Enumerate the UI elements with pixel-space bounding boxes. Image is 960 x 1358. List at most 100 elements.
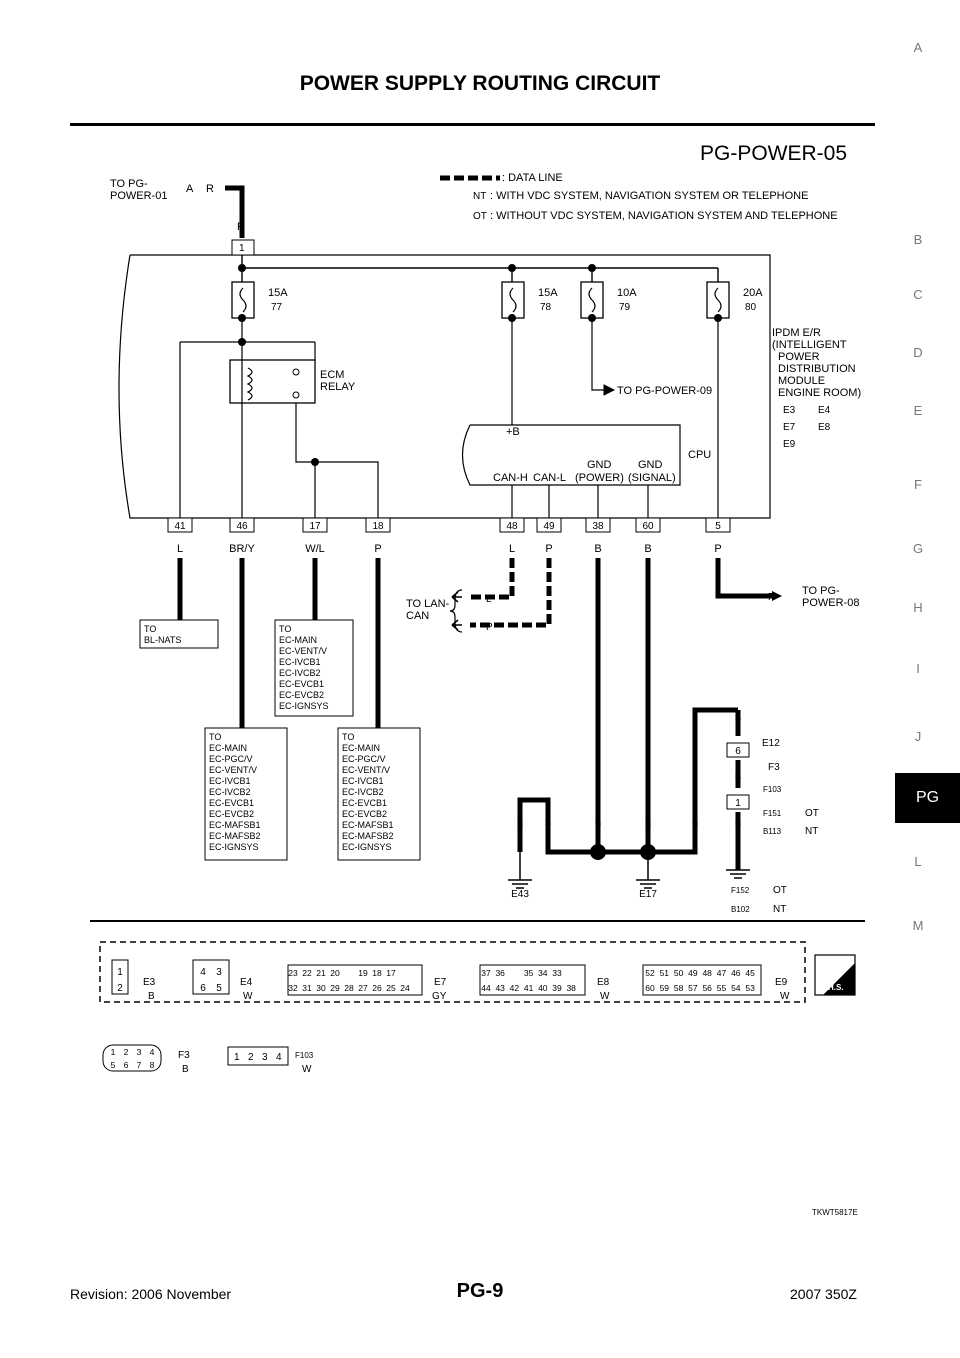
cpu-can-l: CAN-L — [533, 472, 566, 484]
lan-l: L — [486, 594, 492, 605]
e4-pin-6: 6 — [200, 983, 206, 994]
connector-e8-pin-42: 42 — [510, 983, 520, 993]
box17-3: EC-IVCB1 — [279, 657, 321, 667]
connector-e8-pin-35: 35 — [524, 968, 534, 978]
side-index-b[interactable]: B — [913, 232, 923, 247]
side-index-e[interactable]: E — [913, 403, 923, 418]
ipdm-outline — [118, 254, 771, 519]
box46-8: EC-MAFSB1 — [209, 820, 261, 830]
footer-model: 2007 350Z — [790, 1286, 857, 1302]
ground-wire-b-1: B — [517, 818, 524, 829]
terminal-boxes — [167, 239, 750, 810]
box17-5: EC-EVCB1 — [279, 679, 324, 689]
page-title: POWER SUPPLY ROUTING CIRCUIT — [299, 72, 661, 95]
conn-f3: F3 — [768, 762, 780, 773]
f103-pin-2: 2 — [248, 1052, 254, 1063]
connector-e7-pin-27: 27 — [358, 983, 368, 993]
legend-ot-tag: OT — [473, 211, 487, 222]
wire-color-49: P — [545, 543, 552, 555]
ipdm-line-1: IPDM E/R — [772, 327, 821, 339]
wire-color-46: BR/Y — [229, 543, 255, 555]
connector-f3-pin-6: 6 — [124, 1060, 129, 1070]
box18-3: EC-VENT/V — [342, 765, 390, 775]
connector-e9-pin-53: 53 — [745, 983, 755, 993]
connector-e7-pin-20: 20 — [330, 968, 340, 978]
side-index-l[interactable]: L — [914, 854, 922, 869]
side-index-d[interactable]: D — [913, 345, 923, 360]
f103-pin-3: 3 — [262, 1052, 268, 1063]
hs-badge: H.S. — [828, 983, 844, 992]
terminal-41: 41 — [174, 521, 186, 532]
conn-b102: B102 — [731, 905, 750, 914]
box17-2: EC-VENT/V — [279, 646, 327, 656]
side-index-c[interactable]: C — [913, 287, 923, 302]
connector-e7-pin-32: 32 — [288, 983, 298, 993]
to-pg-power-08-line2: POWER-08 — [802, 597, 859, 609]
side-index-m[interactable]: M — [912, 918, 924, 933]
side-index-j[interactable]: J — [914, 729, 922, 744]
to-pg-power-08-line1: TO PG- — [802, 585, 840, 597]
box18-7: EC-EVCB2 — [342, 809, 387, 819]
connector-e9-pin-47: 47 — [717, 968, 727, 978]
legend-nt-text: : WITH VDC SYSTEM, NAVIGATION SYSTEM OR … — [490, 190, 808, 202]
e9-id: E9 — [775, 977, 788, 988]
box46-2: EC-PGC/V — [209, 754, 253, 764]
mid-rule — [90, 920, 865, 922]
fuse-78-num: 78 — [540, 302, 552, 313]
terminal-49: 49 — [543, 521, 555, 532]
fuse-77-amp: 15A — [268, 287, 288, 299]
cpu-gnd-power-1: GND — [587, 459, 612, 471]
connector-f3-pin-1: 1 — [111, 1047, 116, 1057]
connector-e8-pin-38: 38 — [566, 983, 576, 993]
connector-f3-pin-4: 4 — [150, 1047, 155, 1057]
ground-wire-b-6: B — [735, 818, 742, 829]
right-stack-pin1: 1 — [735, 798, 741, 809]
e4-pin-5: 5 — [216, 983, 222, 994]
e7-id: E7 — [434, 977, 447, 988]
connector-e7-pin-21: 21 — [316, 968, 326, 978]
terminal-60: 60 — [642, 521, 654, 532]
right-stack-pin6: 6 — [735, 746, 741, 757]
fuse-80-num: 80 — [745, 302, 757, 313]
side-index-g[interactable]: G — [912, 541, 924, 556]
box18-8: EC-MAFSB1 — [342, 820, 394, 830]
side-index-f[interactable]: F — [914, 477, 922, 492]
side-index-pg-tab[interactable]: PG — [895, 773, 960, 823]
box46-1: EC-MAIN — [209, 743, 247, 753]
connector-e9-pin-56: 56 — [702, 983, 712, 993]
wire-color-5: P — [714, 543, 721, 555]
box18-9: EC-MAFSB2 — [342, 831, 394, 841]
fuse-79-amp: 10A — [617, 287, 637, 299]
ground-wire-b-3: B — [595, 818, 602, 829]
box17-7: EC-IGNSYS — [279, 701, 329, 711]
fuse-80-amp: 20A — [743, 287, 763, 299]
side-index-a[interactable]: A — [913, 40, 923, 55]
off-page-tag-a: A — [186, 183, 194, 195]
cpu-gnd-signal-2: (SIGNAL) — [628, 472, 676, 484]
footer-revision: Revision: 2006 November — [70, 1286, 232, 1302]
box46-5: EC-IVCB2 — [209, 787, 251, 797]
connector-e7-pin-30: 30 — [316, 983, 326, 993]
legend-ot-text: : WITHOUT VDC SYSTEM, NAVIGATION SYSTEM … — [490, 210, 838, 222]
ground-wire-b-4: B — [645, 818, 652, 829]
connector-e9-pin-45: 45 — [745, 968, 755, 978]
e4-pin-3: 3 — [216, 967, 222, 978]
legend-nt-tag: NT — [473, 191, 486, 202]
to-lan-can-line2: CAN — [406, 610, 429, 622]
ipdm-connector-e9: E9 — [783, 439, 796, 450]
box46-3: EC-VENT/V — [209, 765, 257, 775]
side-index-h[interactable]: H — [913, 600, 923, 615]
ipdm-connector-e7: E7 — [783, 422, 796, 433]
wire-color-17: W/L — [305, 543, 325, 555]
side-index-i[interactable]: I — [916, 661, 920, 676]
connector-f3-pin-8: 8 — [150, 1060, 155, 1070]
lan-p: P — [486, 622, 493, 633]
box46-10: EC-IGNSYS — [209, 842, 259, 852]
connector-views-frame — [99, 941, 806, 1003]
feed-color-r: R — [206, 183, 214, 195]
feed-pin: 1 — [239, 243, 245, 254]
connector-e7-pin-28: 28 — [344, 983, 354, 993]
box18-4: EC-IVCB1 — [342, 776, 384, 786]
connector-f3-pin-7: 7 — [137, 1060, 142, 1070]
e4-color: W — [243, 991, 253, 1002]
